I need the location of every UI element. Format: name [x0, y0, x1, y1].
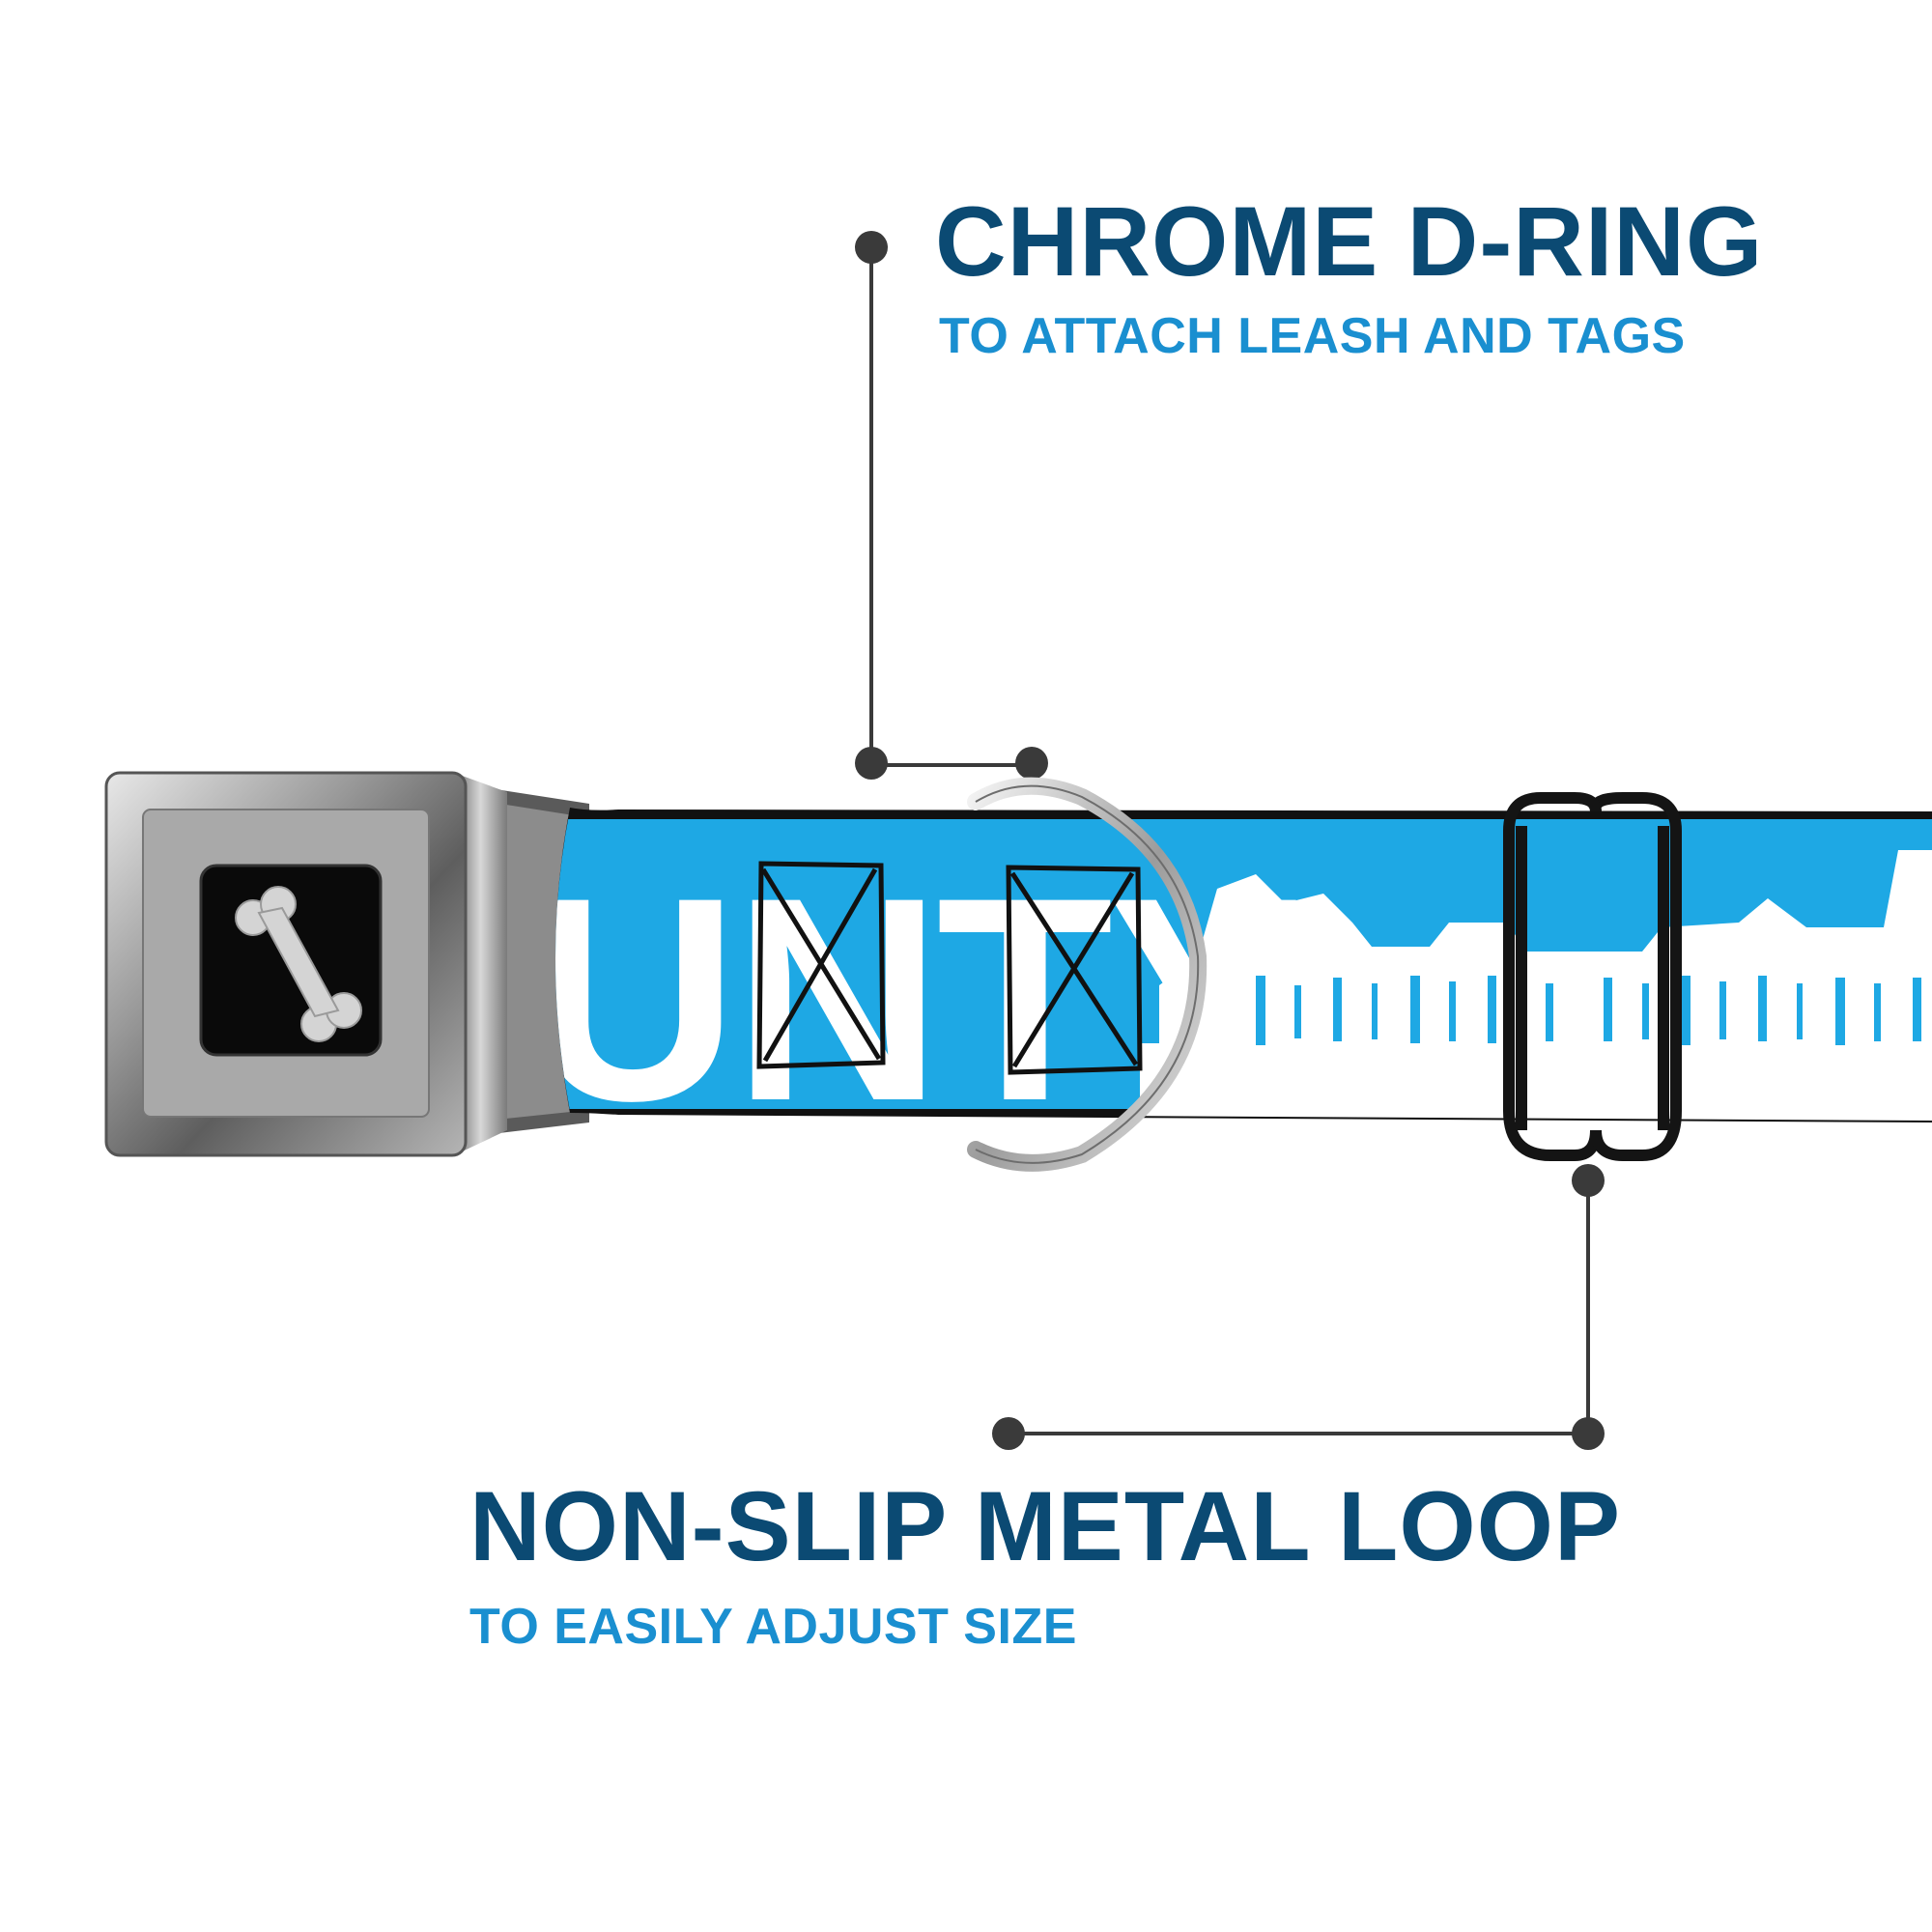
- callout-dot: [855, 231, 888, 264]
- strap-sketch-boxes: [756, 861, 1143, 1075]
- dring-callout-title: CHROME D-RING: [935, 186, 1764, 297]
- callout-dot: [1572, 1417, 1605, 1450]
- bone-icon: [235, 886, 362, 1042]
- collar-strap: UNTY: [555, 808, 1932, 1122]
- loop-callout-line: [992, 1164, 1605, 1450]
- dring-callout-line: [855, 231, 1048, 780]
- dring-callout-subtitle: TO ATTACH LEASH AND TAGS: [939, 308, 1686, 364]
- callout-dot: [1015, 747, 1048, 780]
- callout-dot: [1572, 1164, 1605, 1197]
- callout-dot: [855, 747, 888, 780]
- callout-dot: [992, 1417, 1025, 1450]
- metal-loop: [1503, 792, 1682, 1161]
- loop-callout-subtitle: TO EASILY ADJUST SIZE: [469, 1599, 1077, 1655]
- loop-callout-title: NON-SLIP METAL LOOP: [469, 1471, 1622, 1581]
- seatbelt-buckle: [104, 771, 507, 1157]
